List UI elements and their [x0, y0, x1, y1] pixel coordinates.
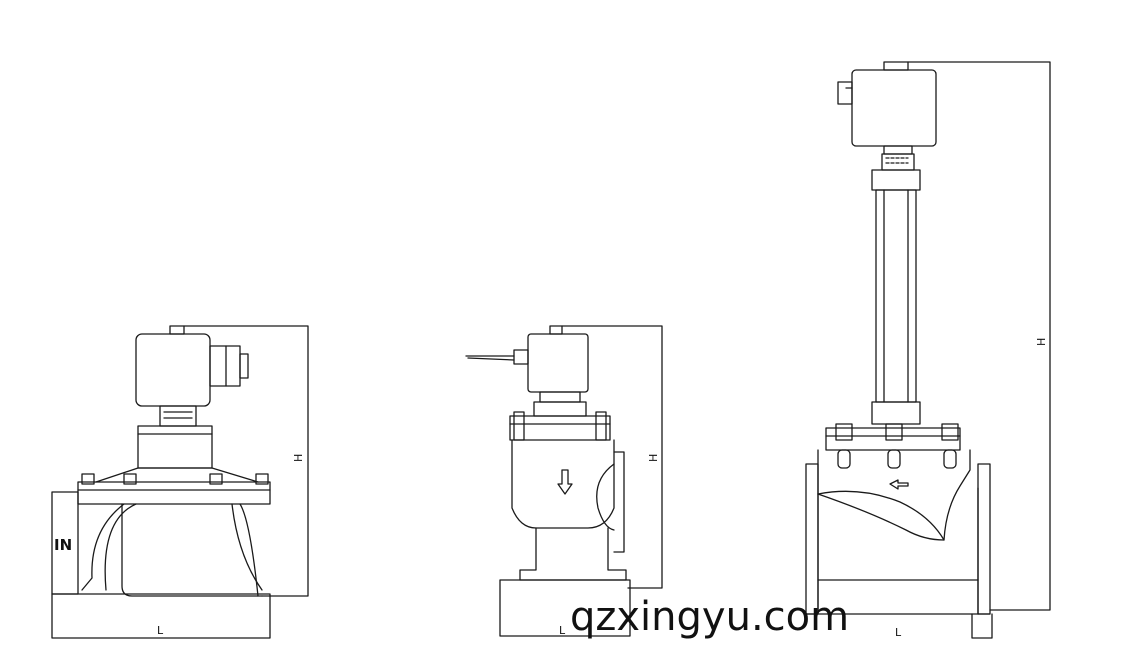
height-label-3: H [1035, 338, 1048, 346]
cable-2 [465, 349, 529, 365]
valve-body-2 [499, 439, 631, 637]
valve-figure-1: IN H L [51, 325, 309, 639]
height-label-2: H [647, 454, 660, 462]
solenoid-coil-2 [527, 325, 589, 393]
inlet-label: IN [54, 536, 72, 554]
flow-arrow-2 [557, 469, 573, 495]
valve-figure-3: H L [805, 61, 1051, 639]
length-label-2: L [559, 624, 566, 637]
height-label-1: H [292, 454, 305, 462]
valve-flange-3 [825, 423, 961, 469]
length-label-1: L [157, 624, 164, 637]
valve-body-1 [51, 491, 271, 639]
valve-flange-2 [509, 411, 611, 441]
height-dimension-1: H [183, 325, 309, 597]
solenoid-coil-3 [837, 61, 937, 147]
height-dimension-2: H [561, 325, 663, 589]
length-label-3: L [895, 626, 902, 639]
height-dimension-3: H [907, 61, 1051, 611]
valve-figure-2: H L [465, 325, 663, 637]
watermark-text: qzxingyu.com [570, 594, 849, 640]
solenoid-coil-1 [135, 325, 249, 407]
extension-tube-3 [871, 169, 921, 425]
valve-body-3 [805, 449, 993, 639]
flow-arrow-3 [889, 479, 909, 490]
